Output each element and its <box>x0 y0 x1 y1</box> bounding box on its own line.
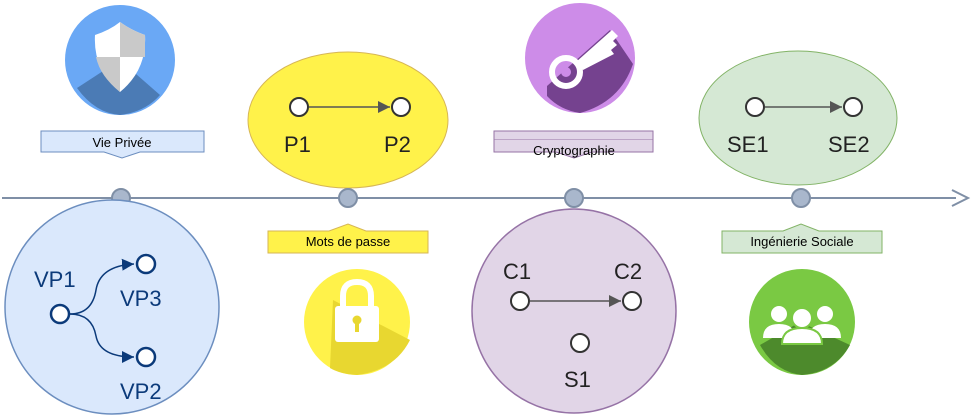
edge-vp1-vp3 <box>69 258 135 315</box>
passwords-timeline-dot <box>338 188 358 208</box>
crypto-label: Cryptographie <box>533 143 615 158</box>
node-vp3 <box>135 253 157 275</box>
label-p2: P2 <box>384 132 411 157</box>
social-timeline-dot <box>791 188 811 208</box>
node-vp2 <box>135 346 157 368</box>
crypto-section: Cryptographie C1 C2 S1 <box>471 3 677 414</box>
key-icon <box>525 3 635 113</box>
passwords-label: Mots de passe <box>306 234 391 249</box>
node-c2 <box>622 291 642 311</box>
social-label-box: Ingénierie Sociale <box>721 223 883 254</box>
crypto-label-box: Cryptographie <box>493 130 654 159</box>
edge-vp1-vp2 <box>69 313 135 363</box>
node-vp1 <box>49 303 71 325</box>
passwords-label-box: Mots de passe <box>267 223 429 254</box>
crypto-timeline-dot <box>564 188 584 208</box>
timeline-axis <box>2 189 971 207</box>
passwords-section: P1 P2 Mots de passe <box>247 51 449 375</box>
privacy-section: Vie Privée VP1 VP3 VP2 <box>4 5 220 415</box>
label-vp2: VP2 <box>120 379 162 404</box>
padlock-icon <box>304 269 410 375</box>
crypto-bubble <box>471 208 677 414</box>
label-c1: C1 <box>503 259 531 284</box>
node-p2 <box>391 97 411 117</box>
node-se2 <box>843 97 863 117</box>
social-section: SE1 SE2 Ingénierie Sociale <box>698 50 898 375</box>
node-c1 <box>510 291 530 311</box>
label-s1: S1 <box>564 367 591 392</box>
passwords-bubble <box>247 51 449 189</box>
node-s1 <box>570 333 590 353</box>
social-label: Ingénierie Sociale <box>750 234 853 249</box>
label-vp1: VP1 <box>34 267 76 292</box>
social-bubble <box>698 50 898 186</box>
privacy-label-box: Vie Privée <box>40 130 205 159</box>
group-people-icon <box>749 269 855 375</box>
node-p1 <box>289 97 309 117</box>
node-se1 <box>745 97 765 117</box>
label-vp3: VP3 <box>120 286 162 311</box>
label-se1: SE1 <box>727 132 769 157</box>
label-se2: SE2 <box>828 132 870 157</box>
privacy-bubble <box>4 199 220 415</box>
label-c2: C2 <box>614 259 642 284</box>
label-p1: P1 <box>284 132 311 157</box>
shield-icon <box>65 5 175 115</box>
privacy-label: Vie Privée <box>92 135 151 150</box>
